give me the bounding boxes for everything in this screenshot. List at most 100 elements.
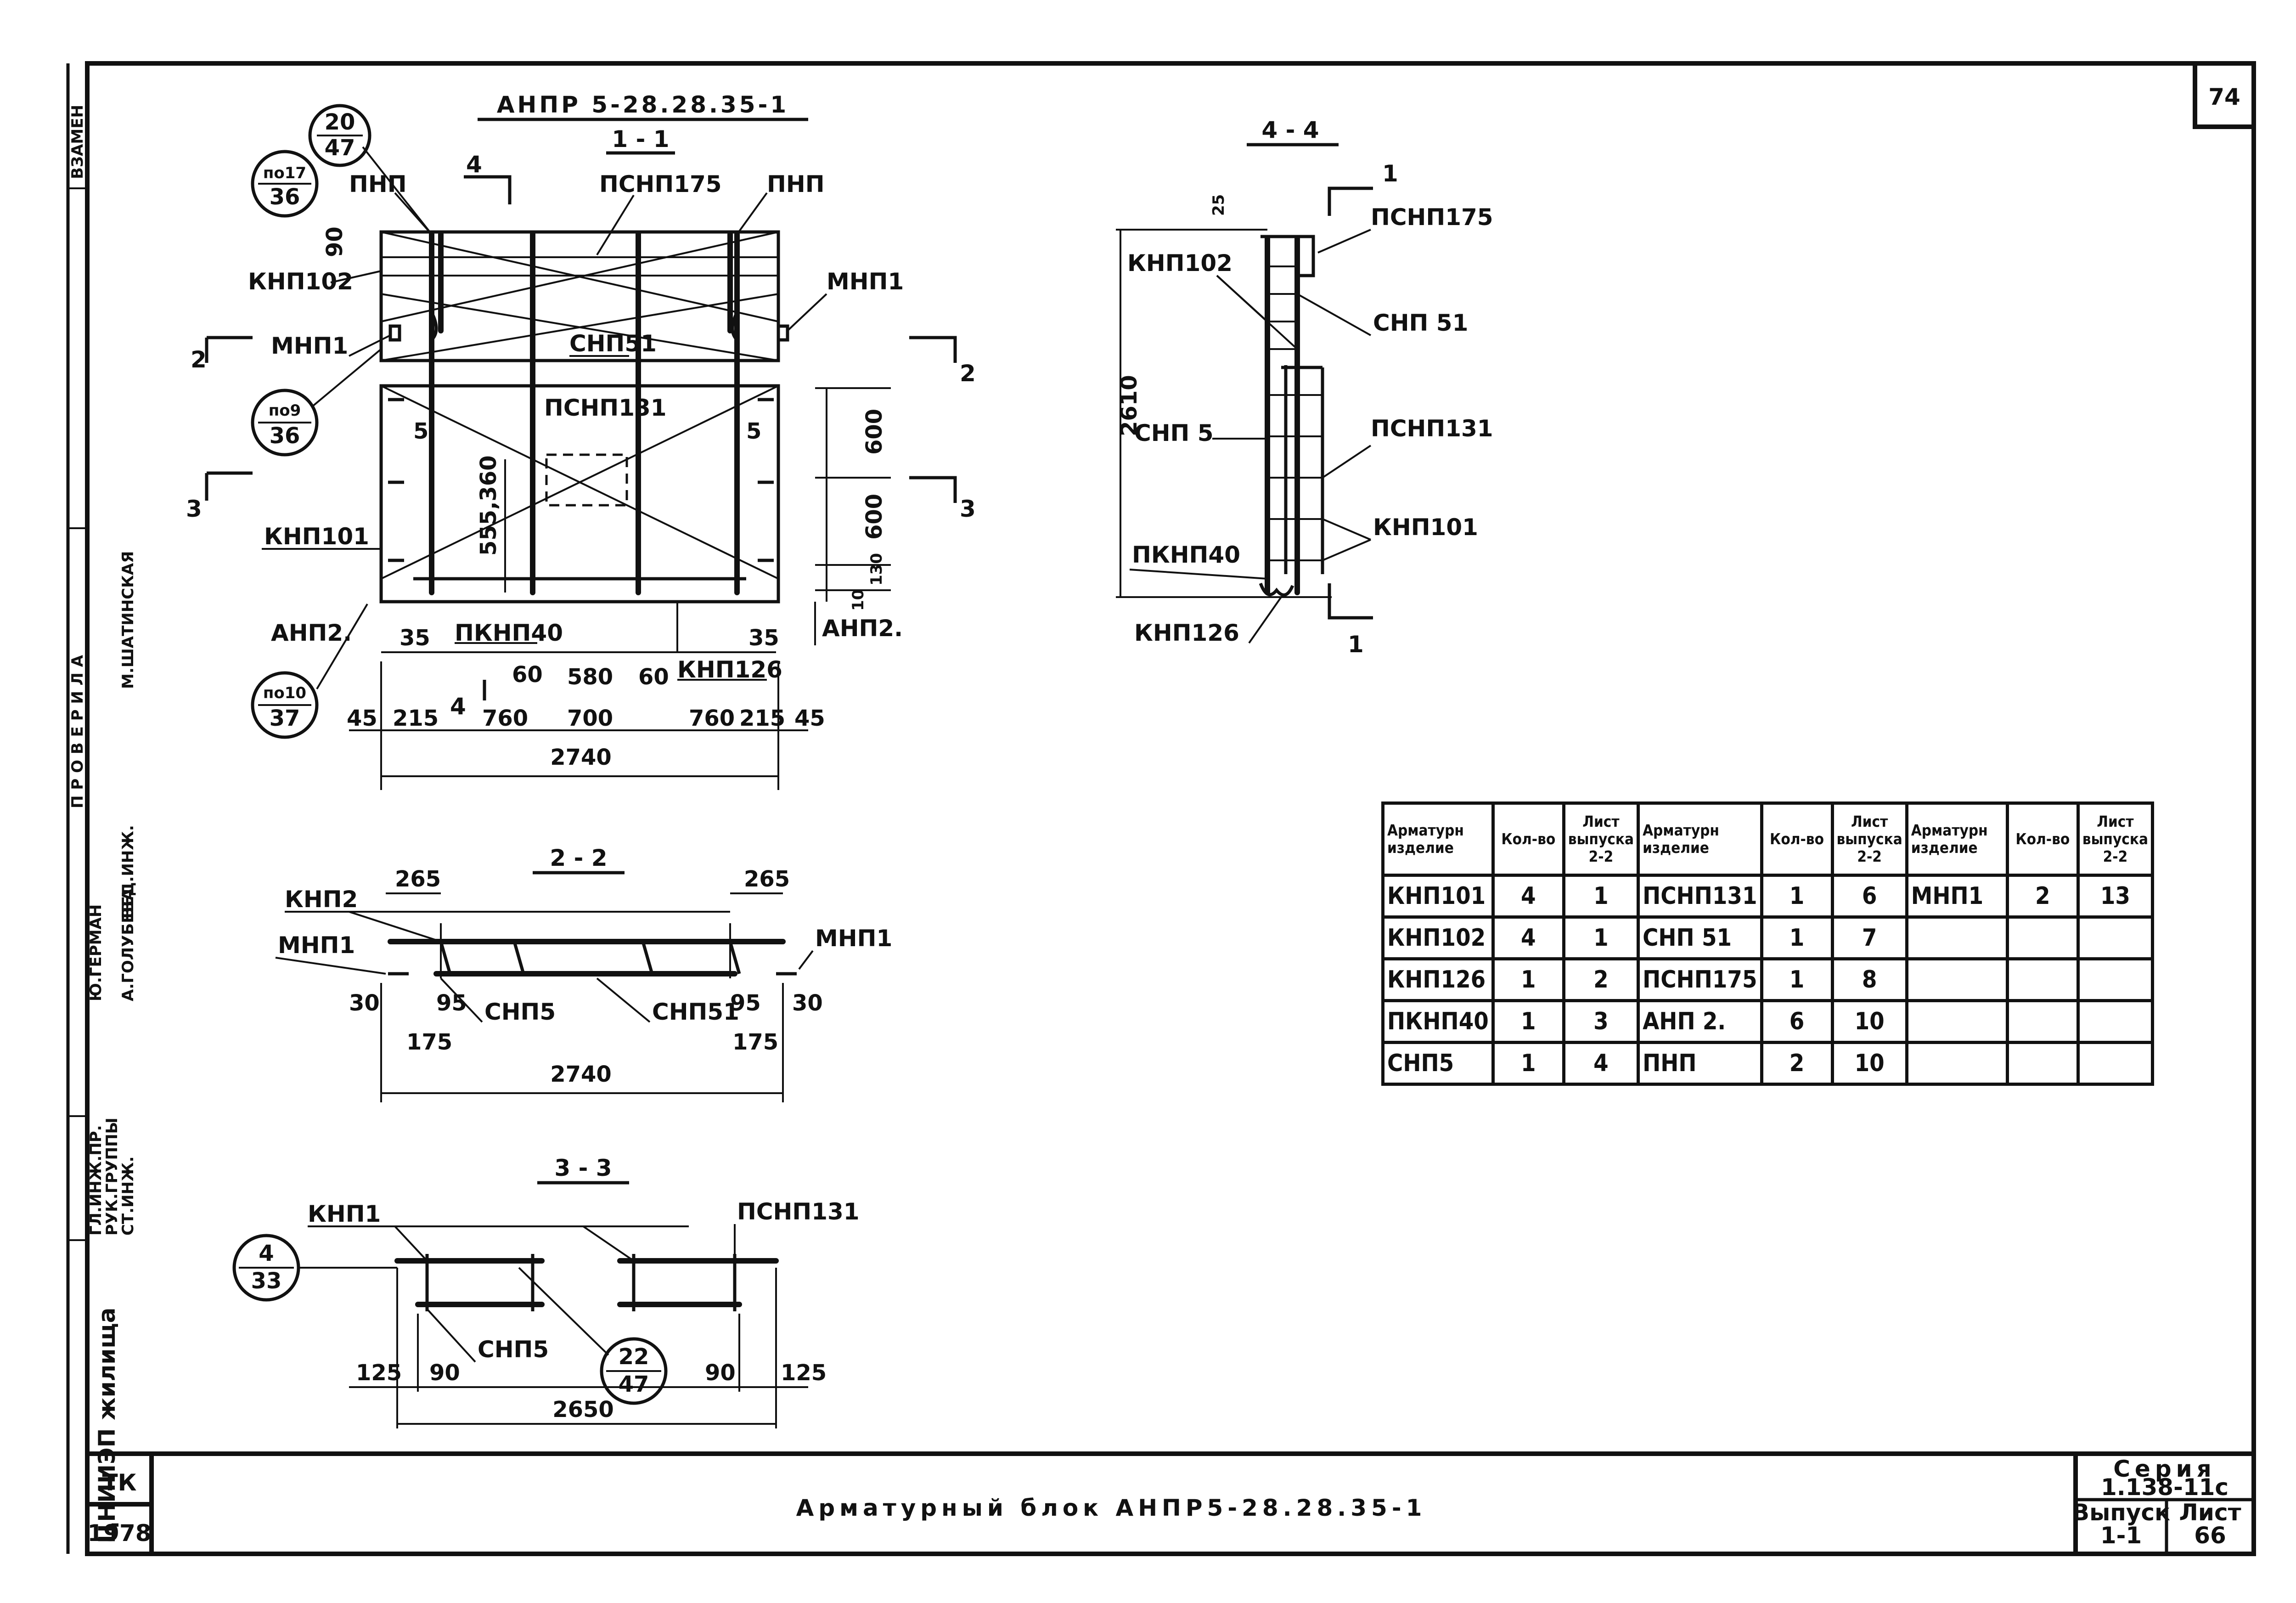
- cut-3-right: 3: [960, 496, 976, 522]
- col-qty-1: Кол-во: [1491, 802, 1565, 877]
- dim-3-3-2650: 2650: [552, 1397, 614, 1422]
- dim-2-2-175-left: 175: [406, 1029, 452, 1055]
- stamp-year: 1978: [87, 1520, 151, 1547]
- col-qty-2: Кол-во: [1760, 802, 1834, 877]
- label-knp126: КНП126: [677, 656, 782, 683]
- svg-text:47: 47: [325, 135, 355, 161]
- label-3-3-psnp131: ПСНП131: [737, 1198, 860, 1225]
- table-cell: 1: [1562, 915, 1640, 960]
- table-cell: [2005, 1041, 2080, 1086]
- table-cell: [2005, 957, 2080, 1002]
- label-3-3-snp5: СНП5: [478, 1336, 549, 1363]
- table-cell: [1905, 1041, 2009, 1086]
- dim-35-left: 35: [400, 625, 430, 651]
- label-snp51: СНП51: [569, 330, 657, 357]
- label-knp101: КНП101: [264, 523, 369, 550]
- main-title: АНПР 5-28.28.35-1: [497, 91, 789, 118]
- section-3-3-title: 3 - 3: [554, 1155, 612, 1181]
- dim-2-2-95-left: 95: [436, 990, 467, 1016]
- label-4-4-psnp175: ПСНП175: [1371, 204, 1493, 231]
- series-label: Серия: [2113, 1456, 2216, 1482]
- table-cell: 1: [1760, 915, 1834, 960]
- label-psnp131: ПСНП131: [544, 395, 667, 421]
- svg-text:36: 36: [270, 184, 300, 210]
- bubble-22-47: 22 47: [518, 1267, 668, 1405]
- table-row: КНП101 4 1 ПСНП131 1 6 МНП1 2 13: [1381, 874, 2155, 919]
- table-cell: 1: [1562, 874, 1640, 919]
- col-sheet-2: Лист выпуска 2-2: [1830, 802, 1908, 877]
- role-ved-inzh: ВЕД.ИНЖ.: [119, 825, 137, 919]
- table-cell: 10: [1830, 999, 1908, 1044]
- dim-555-360: 555,360: [476, 455, 501, 556]
- dim-2-2-265-left: 265: [395, 866, 441, 892]
- col-sheet-3: Лист выпуска 2-2: [2076, 802, 2155, 877]
- dim-90: 90: [322, 226, 348, 257]
- dim-600-top: 600: [861, 409, 887, 455]
- svg-text:20: 20: [325, 109, 355, 135]
- dim-760-right: 760: [689, 706, 735, 731]
- col-qty-3: Кол-во: [2005, 802, 2080, 877]
- cut-4-bottom: 4: [450, 693, 466, 720]
- label-4-4-psnp131: ПСНП131: [1371, 415, 1493, 442]
- dim-60-left: 60: [512, 662, 543, 688]
- label-4-4-snp5: СНП 5: [1134, 420, 1214, 446]
- dim-130: 130: [867, 553, 886, 586]
- label-2-2-mnp1-right: МНП1: [815, 925, 892, 952]
- table-cell: [1905, 915, 2009, 960]
- label-5-right: 5: [746, 418, 761, 444]
- svg-text:по17: по17: [263, 164, 306, 182]
- table-cell: [2005, 999, 2080, 1044]
- dim-760-left: 760: [482, 706, 528, 731]
- cut-4-top: 4: [466, 151, 482, 178]
- dim-60-right: 60: [638, 664, 669, 690]
- table-row: КНП102 4 1 СНП 51 1 7: [1381, 915, 2155, 960]
- name-golubeva: А.ГОЛУБЕВА: [119, 888, 137, 1001]
- svg-text:47: 47: [619, 1372, 649, 1397]
- table-cell: 4: [1562, 1041, 1640, 1086]
- section-4-4-title: 4 - 4: [1261, 117, 1319, 143]
- cut-3-left: 3: [186, 496, 202, 522]
- col-item-3: Арматурн изделие: [1905, 802, 2009, 877]
- bubble-po10-37: по10 37: [251, 603, 368, 739]
- svg-text:36: 36: [270, 423, 300, 449]
- label-2-2-snp51: СНП51: [652, 999, 739, 1025]
- table-cell: МНП1: [1905, 874, 2009, 919]
- cut-2-left: 2: [191, 346, 207, 373]
- section-1-1-title: 1 - 1: [612, 126, 669, 152]
- role-st-inzh: СТ.ИНЖ.: [119, 1156, 137, 1236]
- table-cell: 6: [1830, 874, 1908, 919]
- label-anp2-left: АНП2.: [271, 620, 352, 646]
- label-psnp175: ПСНП175: [599, 171, 722, 198]
- table-cell: 4: [1491, 874, 1565, 919]
- label-2-2-mnp1-left: МНП1: [278, 932, 355, 959]
- table-cell: [2076, 957, 2155, 1002]
- label-5-left: 5: [413, 418, 428, 444]
- label-mnp1-left: МНП1: [271, 333, 348, 359]
- spec-table-header: Арматурн изделие Кол-во Лист выпуска 2-2…: [1381, 802, 2155, 877]
- table-cell: 10: [1830, 1041, 1908, 1086]
- table-cell: 3: [1562, 999, 1640, 1044]
- table-row: КНП126 1 2 ПСНП175 1 8: [1381, 957, 2155, 1002]
- dim-3-3-90-right: 90: [705, 1360, 736, 1386]
- table-cell: 1: [1760, 957, 1834, 1002]
- section-4-4: 4 - 4 1 1 25 2610 ПСНП175 КНП102 СНП 51: [1116, 117, 1493, 658]
- dim-2-2-265-right: 265: [744, 866, 790, 892]
- bubble-4-33: 4 33: [232, 1234, 397, 1302]
- label-4-4-snp51: СНП 51: [1373, 310, 1468, 336]
- label-mnp1-right: МНП1: [827, 268, 904, 295]
- table-cell: 4: [1491, 915, 1565, 960]
- issue-label: Выпуск: [2072, 1499, 2170, 1526]
- dim-2-2-175-right: 175: [732, 1029, 778, 1055]
- table-cell: 2: [2005, 874, 2080, 919]
- role-ruk-gruppy: РУК.ГРУППЫ: [103, 1118, 121, 1236]
- bubble-20-47: 20 47: [308, 104, 433, 235]
- dim-2740-main: 2740: [550, 745, 612, 770]
- dim-3-3-125-left: 125: [356, 1360, 402, 1386]
- bubble-po17-36: по17 36: [251, 150, 319, 218]
- table-cell: 1: [1760, 874, 1834, 919]
- label-2-2-knp2: КНП2: [285, 886, 358, 913]
- dim-3-3-125-right: 125: [781, 1360, 827, 1386]
- label-pknp40: ПКНП40: [455, 620, 563, 646]
- series-value: 1.138-11с: [2101, 1474, 2228, 1501]
- table-cell: КНП101: [1381, 874, 1495, 919]
